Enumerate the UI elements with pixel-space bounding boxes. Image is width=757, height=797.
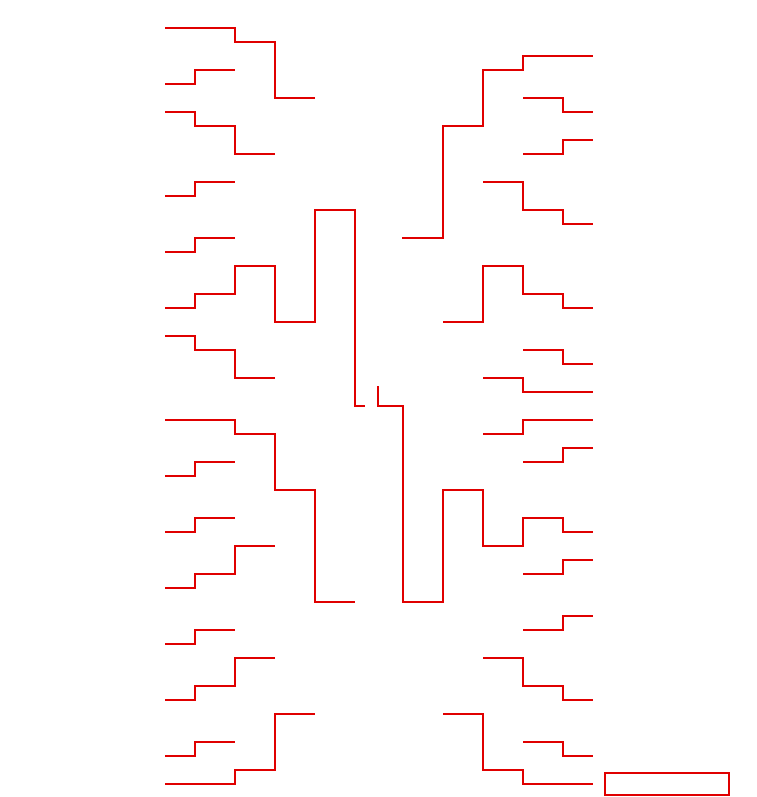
left-bracket-line: [165, 237, 235, 253]
right-bracket-line: [377, 386, 593, 603]
left-bracket-line: [165, 111, 275, 155]
right-bracket-line: [523, 559, 593, 575]
right-bracket-half: [377, 55, 593, 785]
right-bracket-line: [443, 265, 593, 323]
left-bracket-line: [165, 209, 365, 407]
right-bracket-line: [402, 55, 593, 239]
left-bracket-line: [165, 741, 235, 757]
left-bracket-line: [165, 517, 235, 533]
right-bracket-line: [483, 657, 593, 701]
left-bracket-line: [165, 461, 235, 477]
left-bracket-half: [165, 27, 365, 785]
right-bracket-line: [523, 741, 593, 757]
left-bracket-line: [165, 335, 275, 379]
right-bracket-line: [523, 139, 593, 155]
right-bracket-line: [483, 377, 593, 393]
right-bracket-line: [523, 349, 593, 365]
left-bracket-line: [165, 419, 355, 603]
right-bracket-line: [523, 615, 593, 631]
right-bracket-line: [523, 447, 593, 463]
right-bracket-line: [483, 419, 593, 435]
left-bracket-line: [165, 657, 275, 701]
left-bracket-line: [165, 27, 315, 99]
right-bracket-line: [483, 181, 593, 225]
left-bracket-line: [165, 181, 235, 197]
right-bracket-line: [443, 713, 593, 785]
left-bracket-line: [165, 545, 275, 589]
champion-box[interactable]: [604, 772, 730, 796]
right-bracket-line: [523, 97, 593, 113]
left-bracket-line: [165, 69, 235, 85]
left-bracket-line: [165, 713, 315, 785]
left-bracket-line: [165, 629, 235, 645]
